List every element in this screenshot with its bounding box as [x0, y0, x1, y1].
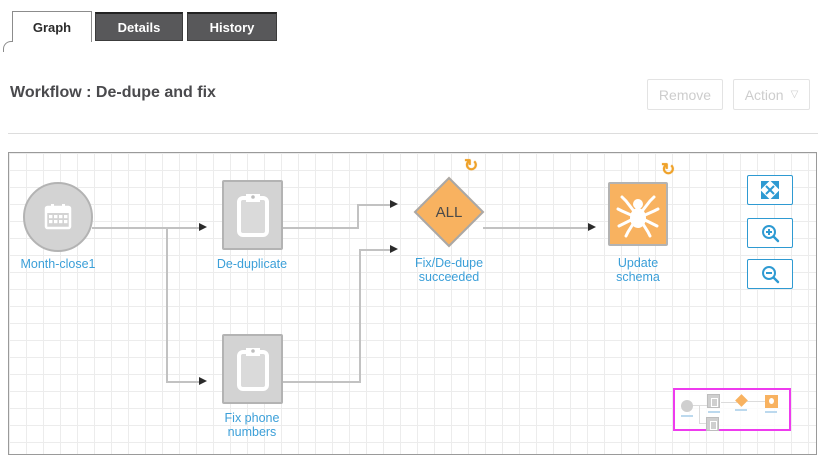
minimap-wire	[747, 401, 765, 402]
tab-graph[interactable]: Graph	[12, 11, 92, 42]
zoom-in-button[interactable]	[747, 218, 793, 248]
label-line: schema	[616, 270, 660, 284]
tab-history[interactable]: History	[187, 12, 277, 41]
node-update-schema[interactable]	[608, 182, 668, 246]
minimap-node-dedup	[707, 394, 720, 408]
clipboard-icon	[236, 348, 269, 391]
minimap-label-dash	[708, 411, 720, 413]
spider-icon	[616, 195, 660, 238]
node-label-update-schema: Update schema	[578, 256, 698, 284]
sync-badge-icon: ↻	[464, 156, 479, 175]
edge-fixphone-gateway-v	[359, 250, 361, 383]
edge-start-dedup	[92, 227, 199, 229]
arrowhead-icon	[390, 200, 398, 208]
workflow-canvas[interactable]: Month-close1 De-duplicate Fix phone numb…	[8, 152, 817, 455]
edge-dedup-gateway-h1	[283, 227, 359, 229]
remove-button-label: Remove	[658, 86, 712, 103]
tab-history-label: History	[209, 19, 255, 35]
arrowhead-icon	[588, 223, 596, 231]
node-label-de-duplicate: De-duplicate	[216, 257, 288, 271]
edge-start-fixphone	[166, 381, 199, 383]
edge-fixphone-gateway-h1	[283, 381, 361, 383]
edge-start-fixphone-vertical	[166, 228, 168, 382]
calendar-icon	[44, 203, 72, 229]
minimap-node-fixphone	[706, 417, 719, 431]
label-line: Fix/De-dupe	[414, 256, 484, 270]
page-title: Workflow : De-dupe and fix	[10, 84, 216, 101]
sync-badge-icon: ↻	[661, 160, 676, 179]
arrowhead-icon	[199, 377, 207, 385]
minimap-overview[interactable]	[673, 388, 791, 431]
node-de-duplicate[interactable]	[222, 180, 283, 250]
minimap-label-dash	[681, 415, 693, 417]
zoom-out-icon	[761, 265, 779, 283]
tab-details-label: Details	[117, 19, 161, 35]
tab-details[interactable]: Details	[95, 12, 183, 41]
node-label-gateway: Fix/De-dupe succeeded	[389, 256, 509, 284]
caret-down-icon: ▽	[790, 88, 799, 100]
expand-icon	[761, 181, 779, 199]
action-button-label: Action	[744, 86, 784, 103]
minimap-label-dash	[765, 411, 777, 413]
action-button[interactable]: Action ▽	[733, 79, 810, 110]
remove-button[interactable]: Remove	[647, 79, 723, 110]
node-gateway-all[interactable]: ALL	[413, 176, 485, 248]
minimap-wire	[721, 402, 737, 403]
node-label-fix-phone-numbers: Fix phone numbers	[192, 411, 312, 439]
tab-graph-label: Graph	[32, 19, 72, 35]
node-label-month-close1: Month-close1	[20, 257, 96, 271]
tab-strip-corner	[3, 41, 14, 52]
edge-gateway-update	[483, 227, 588, 229]
arrowhead-icon	[199, 223, 207, 231]
edge-fixphone-gateway-h2	[359, 249, 390, 251]
gateway-condition-text: ALL	[435, 203, 463, 221]
minimap-wire	[693, 405, 707, 406]
minimap-wire	[699, 423, 706, 424]
label-line: numbers	[227, 425, 277, 439]
minimap-node-gateway	[735, 394, 748, 407]
node-month-close1[interactable]	[23, 182, 93, 252]
arrowhead-icon	[390, 245, 398, 253]
label-line: Update	[617, 256, 659, 270]
minimap-wire	[699, 406, 700, 424]
label-line: Fix phone	[224, 411, 280, 425]
fit-to-screen-button[interactable]	[747, 175, 793, 205]
minimap-label-dash	[735, 409, 747, 411]
edge-dedup-gateway-h2	[357, 204, 390, 206]
header-divider	[8, 133, 818, 134]
clipboard-icon	[236, 194, 269, 237]
minimap-node-start	[681, 400, 693, 412]
zoom-in-icon	[761, 224, 779, 242]
zoom-out-button[interactable]	[747, 259, 793, 289]
label-line: succeeded	[418, 270, 480, 284]
node-fix-phone-numbers[interactable]	[222, 334, 283, 404]
edge-dedup-gateway-v	[357, 205, 359, 229]
minimap-node-update	[765, 395, 778, 408]
